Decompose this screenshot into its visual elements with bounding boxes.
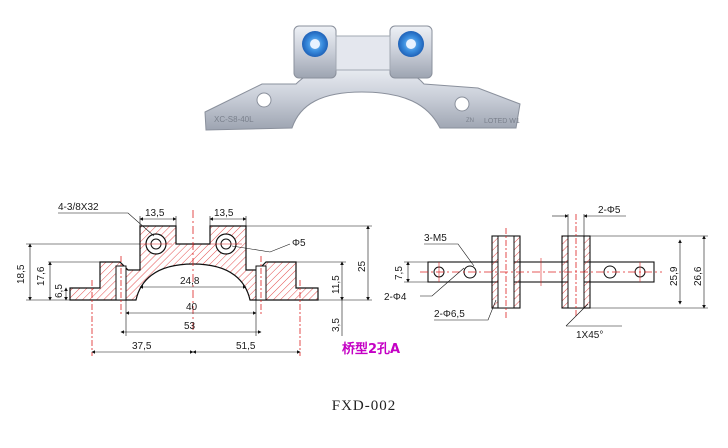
- dim-right-inner: 11,5: [331, 275, 342, 294]
- dim-thread-note: 4-3/8X32: [58, 202, 99, 213]
- dim-small-hole: 2-Φ6,5: [434, 309, 465, 320]
- dim-port-thread: 3-M5: [424, 233, 447, 244]
- stamp-center: ZN: [466, 118, 474, 124]
- model-code: FXD-002: [331, 398, 397, 414]
- dim-outer-span: 53: [184, 321, 196, 332]
- dim-top-left-width: 13,5: [145, 208, 165, 219]
- dim-inner-span: 40: [186, 302, 198, 313]
- dim-right-height-1: 25,9: [669, 266, 680, 286]
- dim-arch-width: 24,8: [180, 276, 200, 287]
- dim-top-right-width: 13,5: [214, 208, 234, 219]
- stamp-left: XC-S8-40L: [214, 115, 254, 124]
- front-view-dimension-lines: [26, 212, 372, 354]
- dim-hole-note: 2-Φ4: [384, 292, 407, 303]
- dim-total-height: 18,5: [16, 264, 27, 284]
- top-view-dimension-lines: [404, 214, 708, 327]
- dim-right-height: 25: [357, 260, 368, 272]
- dim-right-height-2: 26,6: [693, 266, 704, 286]
- dim-right-offset: 51,5: [236, 341, 256, 352]
- product-caption: 桥型2孔A: [342, 342, 401, 357]
- dim-lower-gap: 3,5: [331, 318, 342, 332]
- front-view-part: [69, 210, 319, 356]
- dim-inner-height: 17,6: [36, 266, 47, 286]
- dim-left-offset: 37,5: [132, 341, 152, 352]
- top-view-part: [420, 214, 662, 318]
- dim-top-hole: 2-Φ5: [598, 205, 621, 216]
- dim-bore-diameter: Φ5: [292, 238, 306, 249]
- stamp-right: LOTED W1: [484, 118, 520, 125]
- dim-chamfer: 1X45°: [576, 330, 603, 341]
- bracket-photo: XC-S8-40L LOTED W1 ZN: [204, 25, 521, 131]
- dim-left-height: 7,5: [394, 266, 405, 280]
- dim-foot-height: 6,5: [54, 284, 65, 298]
